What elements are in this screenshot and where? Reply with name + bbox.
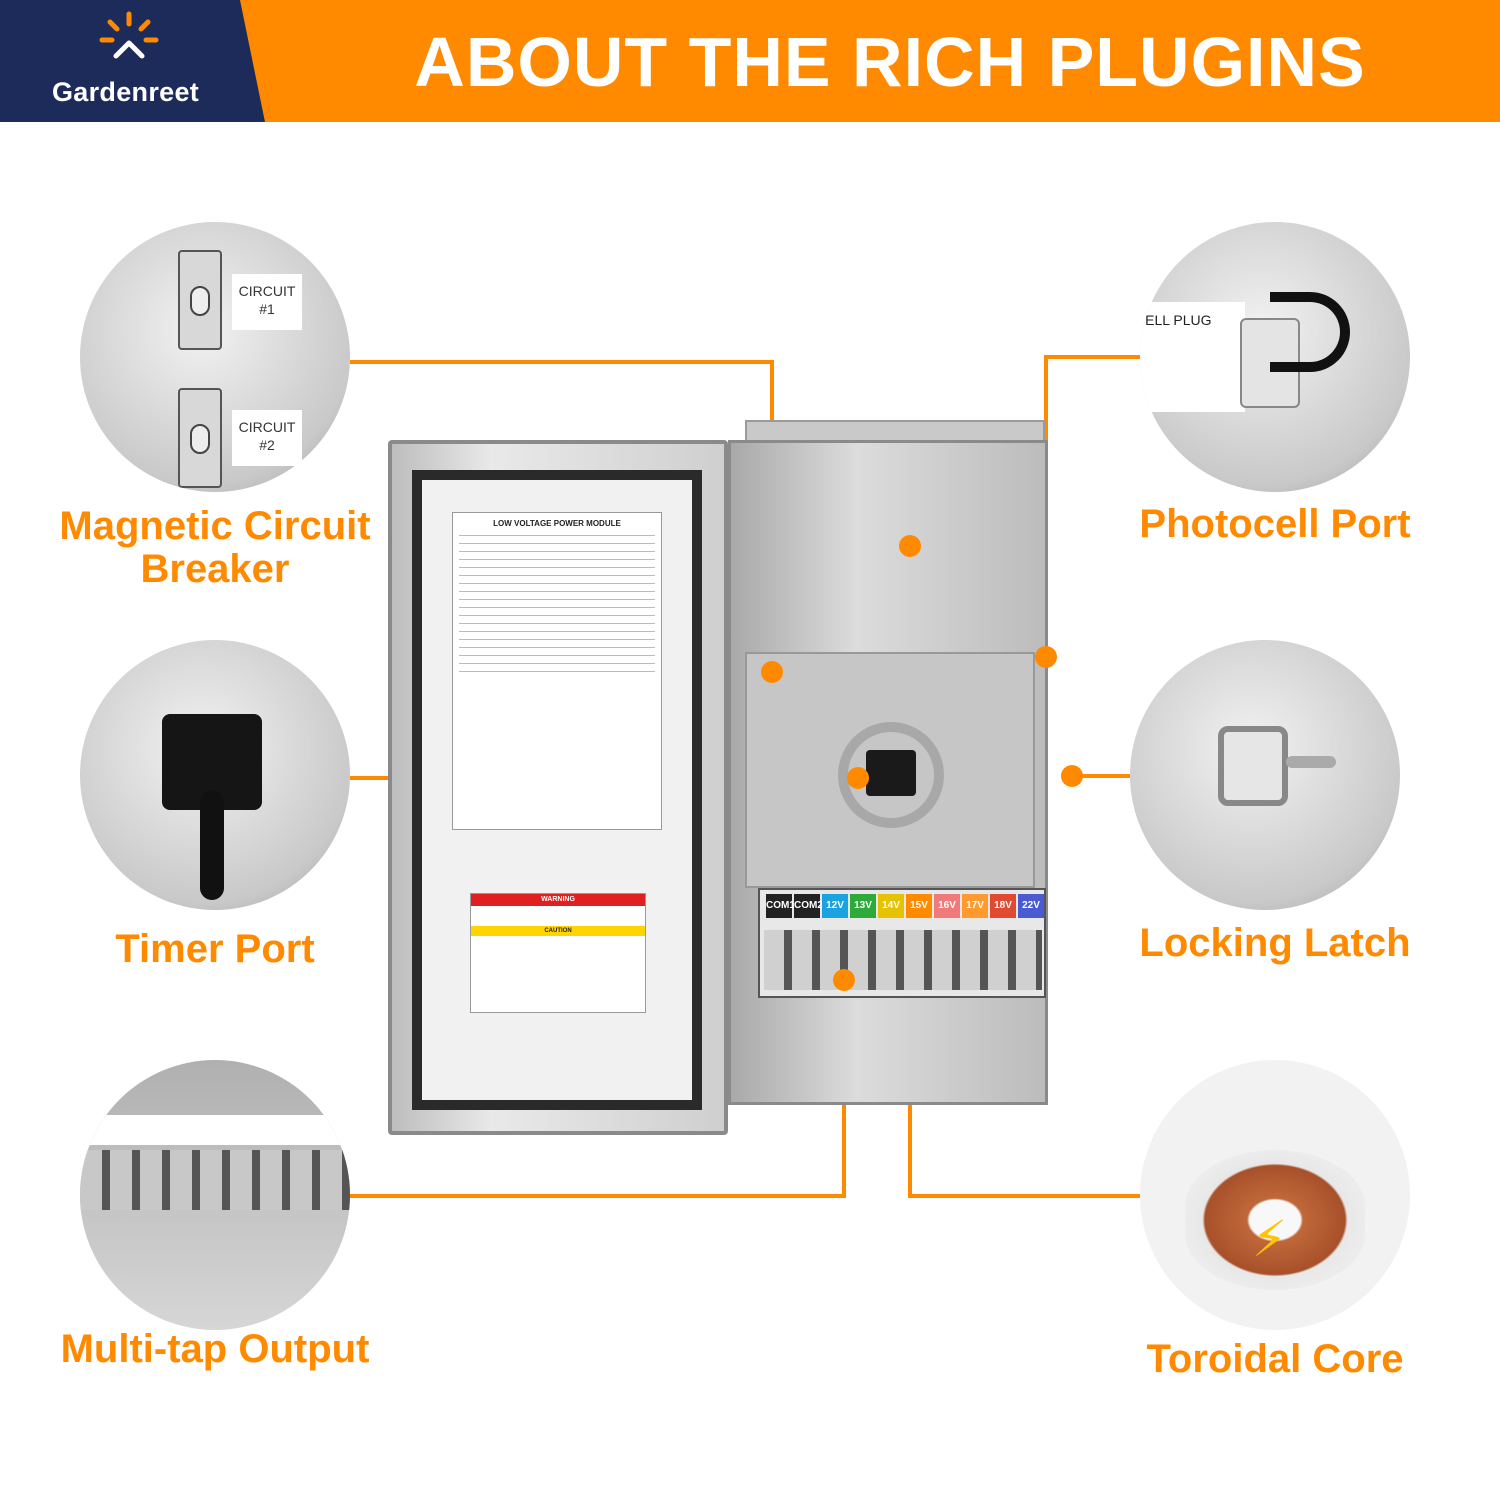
photocell-plug-text: CELL PLUG [1140,312,1212,328]
breaker-tag-1: CIRCUIT #1 [232,274,302,330]
latch-body [1218,726,1288,806]
label-magnetic-circuit-breaker: Magnetic Circuit Breaker [59,504,371,592]
photocell-plate: CELL PLUG [1140,302,1245,412]
label-toroidal-core: Toroidal Core [1146,1337,1404,1381]
tap-label: 17V [962,894,988,918]
multitap-terminals [80,1150,350,1210]
sticker-title: LOW VOLTAGE POWER MODULE [493,519,621,528]
breaker-tag-2: CIRCUIT #2 [232,410,302,466]
label-photocell-port: Photocell Port [1139,502,1411,546]
label-locking-latch: Locking Latch [1139,921,1411,965]
timer-cable [200,790,224,900]
logo-icon [99,11,159,59]
breaker-toggle-2 [178,388,222,488]
multitap-output-image [80,1060,350,1330]
tap-label: 12V [822,894,848,918]
terminal-screws [764,930,1042,990]
callout-dot-toroidal [899,535,921,557]
breaker-closeup-image: CIRCUIT #1 CIRCUIT #2 [80,222,350,492]
callout-dot-multitap [833,969,855,991]
lightning-icon: ⚡ [1252,1211,1288,1267]
tap-label: COM1 [766,894,795,918]
terminal-block: COM1 COM2 12V 13V 14V 15V 16V 17V 18V 22… [758,888,1046,998]
page-title: ABOUT THE RICH PLUGINS [414,23,1366,101]
body-timer-socket [866,750,916,796]
tap-label: COM2 [794,894,823,918]
label-timer-port: Timer Port [115,927,315,971]
spec-sticker: LOW VOLTAGE POWER MODULE [452,512,662,830]
callout-dot-photocell [1035,646,1057,668]
logo-panel [0,0,265,122]
locking-latch-image [1130,640,1400,910]
breaker-toggle-1 [178,250,222,350]
warning-label: WARNING [471,894,645,906]
timer-ring [838,722,944,828]
callout-dot-timer [847,767,869,789]
callout-dot-breaker [761,661,783,683]
brand-name: Gardenreet [52,77,200,107]
callout-dot-latch [1061,765,1083,787]
multitap-strip [80,1115,350,1145]
latch-pin [1286,756,1336,768]
tap-label: 22V [1018,894,1044,918]
photocell-jumper [1270,292,1350,372]
tap-label: 16V [934,894,960,918]
tap-label: 18V [990,894,1016,918]
photocell-port-image: CELL PLUG [1140,222,1410,492]
warning-sticker: WARNING CAUTION [470,893,646,1013]
toroid-coil [1185,1150,1365,1290]
timer-port-image [80,640,350,910]
tap-label: 14V [878,894,904,918]
tap-label: 13V [850,894,876,918]
label-multi-tap-output: Multi-tap Output [60,1327,370,1371]
tap-label: 15V [906,894,932,918]
caution-label: CAUTION [471,926,645,936]
